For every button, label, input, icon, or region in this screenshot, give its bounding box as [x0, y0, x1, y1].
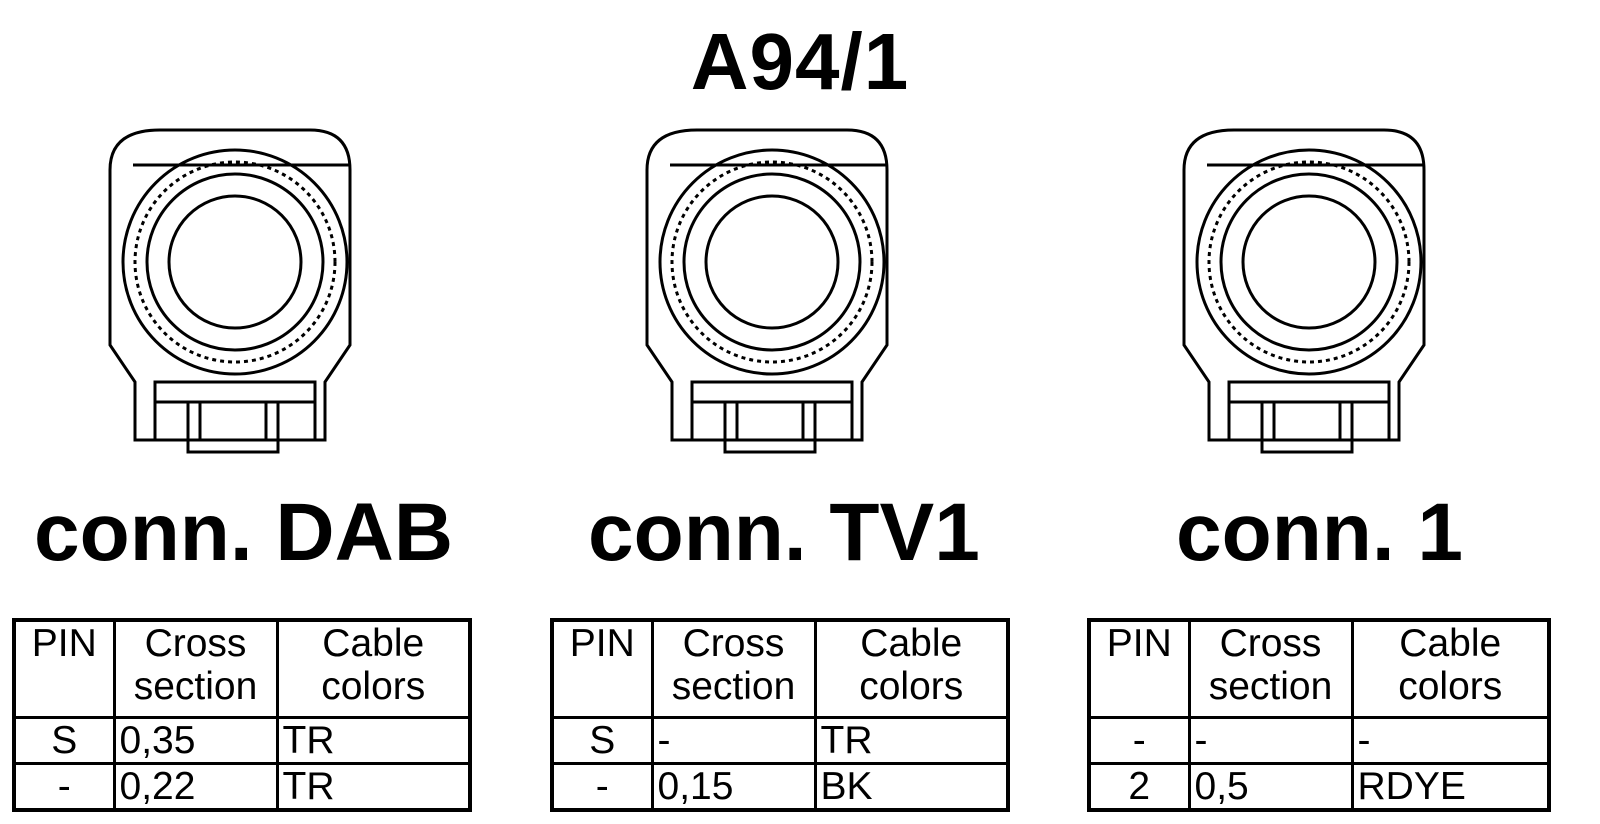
header-pin: PIN [1087, 618, 1191, 719]
header-cross-line1: Cross [1219, 622, 1322, 665]
header-color-line1: Cable [1399, 622, 1502, 665]
header-cross-line2: section [671, 665, 796, 708]
cell-pin: - [550, 762, 654, 812]
table-row: S 0,35 TR [12, 716, 472, 765]
header-color-line2: colors [859, 665, 964, 708]
header-color-line2: colors [1398, 665, 1503, 708]
table-row: 2 0,5 RDYE [1087, 762, 1551, 812]
connector-body [108, 128, 352, 454]
cell-pin: 2 [1087, 762, 1191, 812]
table-row: S - TR [550, 716, 1010, 765]
cell-cross-section: 0,15 [650, 762, 817, 812]
connector-label: conn. 1 [1176, 487, 1464, 578]
cell-cross-section: 0,22 [112, 762, 279, 812]
diagram-title: A94/1 [690, 17, 910, 106]
table-row: - 0,15 BK [550, 762, 1010, 812]
header-pin: PIN [12, 618, 116, 719]
cell-pin: S [12, 716, 116, 765]
header-cross-line1: Cross [682, 622, 785, 665]
header-color-line1: Cable [322, 622, 425, 665]
connector-drawing-dab [108, 128, 352, 454]
cell-cable-color: RDYE [1350, 762, 1551, 812]
connector-drawing-1 [1182, 128, 1426, 454]
cell-cross-section: 0,35 [112, 716, 279, 765]
connector-label: conn. DAB [34, 487, 454, 578]
cell-cable-color: TR [813, 716, 1010, 765]
connector-body [645, 128, 889, 454]
connector-body [1182, 128, 1426, 454]
cell-pin: - [12, 762, 116, 812]
header-pin: PIN [550, 618, 654, 719]
header-cross-line2: section [133, 665, 258, 708]
table-row: - 0,22 TR [12, 762, 472, 812]
cell-cable-color: TR [275, 762, 472, 812]
header-cross-line2: section [1208, 665, 1333, 708]
cell-pin: - [1087, 716, 1191, 765]
cell-cross-section: - [1187, 716, 1354, 765]
cell-cross-section: - [650, 716, 817, 765]
cell-cross-section: 0,5 [1187, 762, 1354, 812]
header-color-line2: colors [321, 665, 426, 708]
cell-cable-color: TR [275, 716, 472, 765]
header-color-line1: Cable [860, 622, 963, 665]
connector-drawing-tv1 [645, 128, 889, 454]
connector-label: conn. TV1 [588, 487, 980, 578]
cell-pin: S [550, 716, 654, 765]
table-row: - - - [1087, 716, 1551, 765]
cell-cable-color: - [1350, 716, 1551, 765]
header-cross-line1: Cross [144, 622, 247, 665]
cell-cable-color: BK [813, 762, 1010, 812]
